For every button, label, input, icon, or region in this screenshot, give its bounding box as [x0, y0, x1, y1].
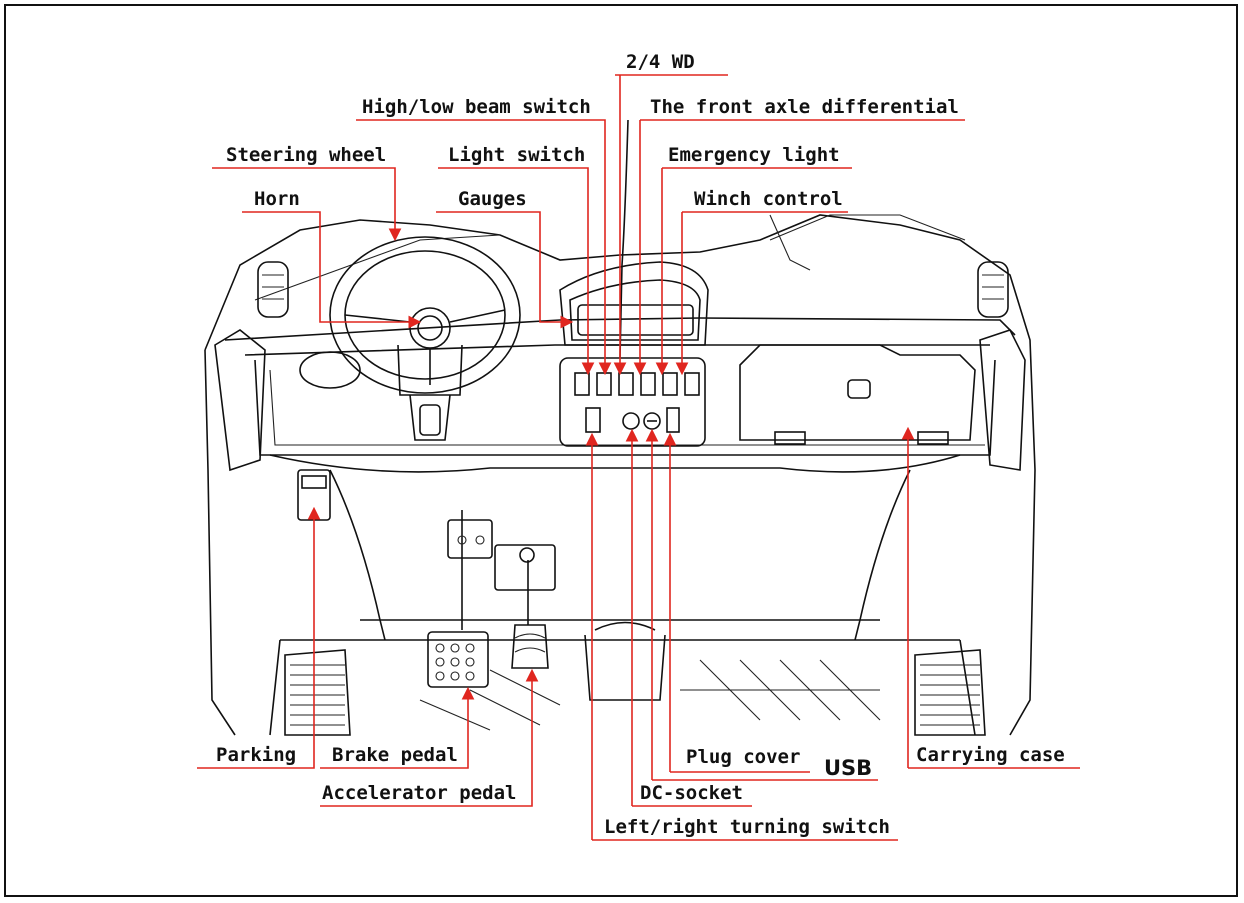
switch-row: [574, 372, 700, 396]
label-winch-control: Winch control: [694, 188, 843, 210]
label-accelerator-pedal: Accelerator pedal: [322, 782, 516, 804]
label-emergency-light: Emergency light: [668, 144, 840, 166]
label-plug-cover: Plug cover: [686, 746, 800, 768]
label-left-right-turning-switch: Left/right turning switch: [604, 816, 890, 838]
vehicle-line-art: [204, 119, 1036, 736]
label-carrying-case: Carrying case: [916, 744, 1065, 766]
label-2-4-wd: 2/4 WD: [626, 51, 695, 73]
callout-labels: 2/4 WD High/low beam switch The front ax…: [216, 51, 1065, 838]
label-usb: USB: [824, 756, 872, 780]
brake-pedal-grip: [435, 643, 475, 681]
label-brake-pedal: Brake pedal: [332, 744, 458, 766]
label-horn: Horn: [254, 188, 300, 210]
label-steering-wheel: Steering wheel: [226, 144, 386, 166]
label-parking: Parking: [216, 744, 296, 766]
diagram-frame: [4, 4, 1238, 897]
label-dc-socket: DC-socket: [640, 782, 743, 804]
label-high-low-beam-switch: High/low beam switch: [362, 96, 591, 118]
leader-lines: [197, 74, 1080, 841]
label-light-switch: Light switch: [448, 144, 585, 166]
left-speaker-grille: [290, 664, 345, 726]
right-speaker-grille: [920, 664, 980, 726]
label-gauges: Gauges: [458, 188, 527, 210]
label-front-axle-differential: The front axle differential: [650, 96, 959, 118]
